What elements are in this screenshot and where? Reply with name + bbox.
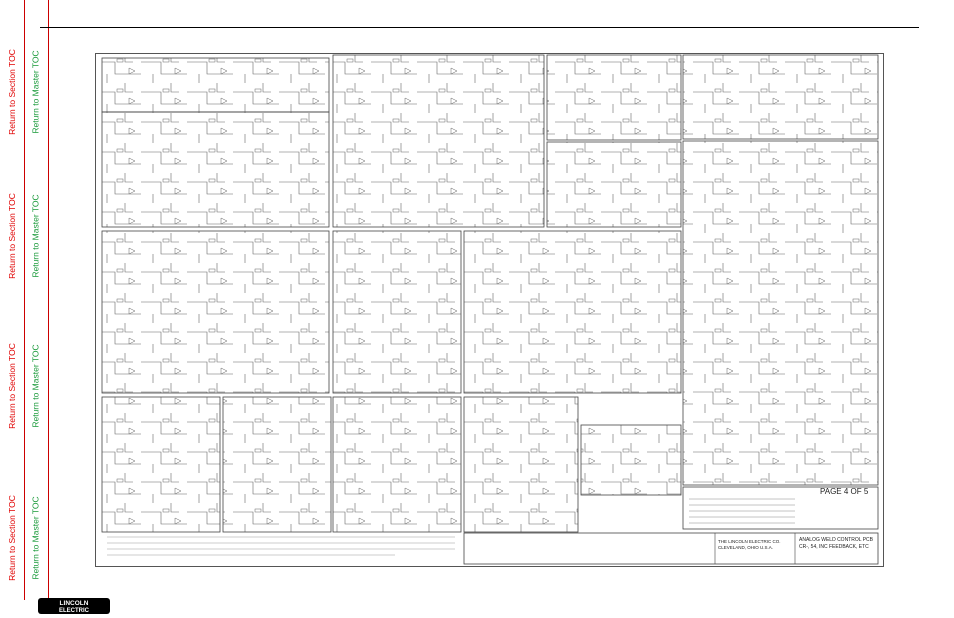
circuit-block bbox=[463, 230, 682, 394]
link-label: Return to Section TOC bbox=[7, 49, 17, 135]
link-label: Return to Master TOC bbox=[31, 50, 41, 134]
return-to-master-toc-link[interactable]: Return to Master TOC bbox=[26, 478, 46, 598]
circuit-block bbox=[101, 396, 221, 533]
svg-text:ELECTRIC: ELECTRIC bbox=[59, 608, 90, 614]
drawing-subtitle: CR-, 54, INC FEEDBACK, ETC bbox=[799, 544, 869, 550]
circuit-block bbox=[222, 396, 332, 533]
link-label: Return to Section TOC bbox=[7, 343, 17, 429]
circuit-block bbox=[546, 54, 682, 141]
link-label: Return to Section TOC bbox=[7, 495, 17, 581]
circuit-block bbox=[101, 111, 330, 228]
link-label: Return to Master TOC bbox=[31, 496, 41, 580]
schematic-drawing: PAGE 4 OF 5 THE LINCOLN ELECTRIC CO. CLE… bbox=[95, 53, 884, 567]
return-to-master-toc-link[interactable]: Return to Master TOC bbox=[26, 32, 46, 152]
header-rule bbox=[40, 27, 919, 28]
link-label: Return to Master TOC bbox=[31, 194, 41, 278]
link-label: Return to Master TOC bbox=[31, 344, 41, 428]
circuit-block bbox=[463, 396, 579, 533]
return-to-section-toc-link[interactable]: Return to Section TOC bbox=[2, 176, 22, 296]
sidebar-divider-red bbox=[48, 0, 49, 600]
circuit-block bbox=[682, 140, 879, 486]
return-to-section-toc-link[interactable]: Return to Section TOC bbox=[2, 478, 22, 598]
title-block bbox=[463, 532, 879, 565]
company-location: CLEVELAND, OHIO U.S.A. bbox=[718, 545, 773, 550]
sidebar-divider-red bbox=[24, 0, 25, 600]
svg-text:LINCOLN: LINCOLN bbox=[60, 600, 89, 607]
circuit-block bbox=[101, 57, 330, 113]
navigation-sidebar: Return to Section TOC Return to Master T… bbox=[0, 0, 77, 618]
drawing-title: ANALOG WELD CONTROL PCB bbox=[799, 537, 874, 543]
circuit-block bbox=[332, 396, 462, 533]
lincoln-electric-logo: LINCOLN ELECTRIC bbox=[38, 598, 110, 614]
circuit-block bbox=[101, 230, 330, 394]
circuit-block bbox=[682, 54, 879, 140]
circuit-block bbox=[580, 424, 682, 496]
return-to-section-toc-link[interactable]: Return to Section TOC bbox=[2, 326, 22, 446]
return-to-master-toc-link[interactable]: Return to Master TOC bbox=[26, 326, 46, 446]
return-to-section-toc-link[interactable]: Return to Section TOC bbox=[2, 32, 22, 152]
circuit-block bbox=[332, 230, 462, 394]
circuit-block bbox=[332, 54, 545, 228]
return-to-master-toc-link[interactable]: Return to Master TOC bbox=[26, 176, 46, 296]
page-number: PAGE 4 OF 5 bbox=[820, 487, 869, 496]
circuit-block bbox=[546, 141, 682, 228]
link-label: Return to Section TOC bbox=[7, 193, 17, 279]
schematic-sheet: PAGE 4 OF 5 THE LINCOLN ELECTRIC CO. CLE… bbox=[95, 53, 884, 567]
general-information-panel bbox=[682, 486, 879, 530]
company-name: THE LINCOLN ELECTRIC CO. bbox=[718, 539, 781, 544]
